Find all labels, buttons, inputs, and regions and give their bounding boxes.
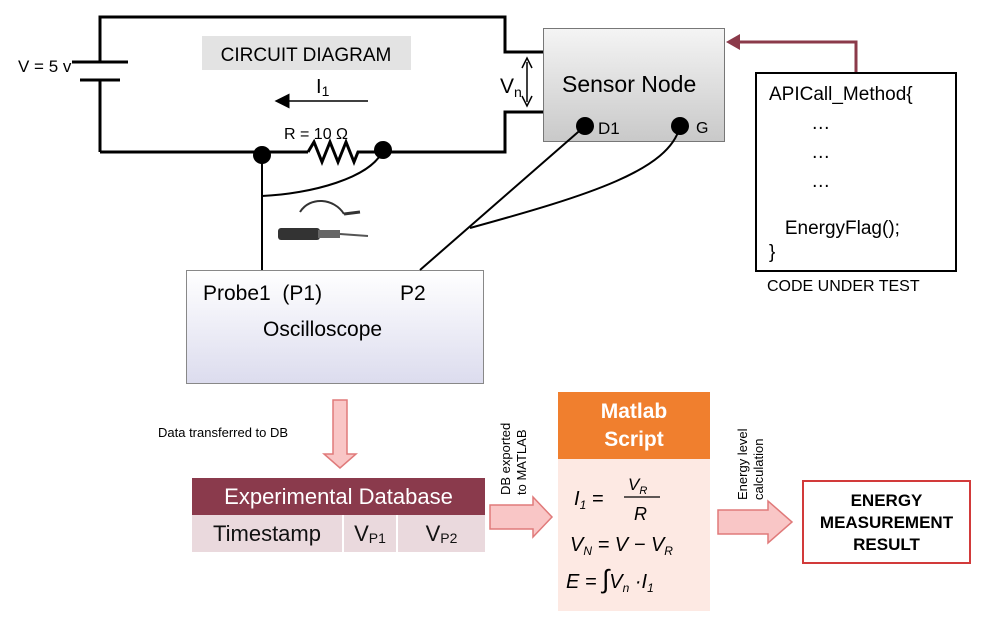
matlab-title-line1: Matlab xyxy=(600,400,668,423)
sensor-node-box: Sensor Node D1 G xyxy=(543,28,725,142)
result-line1: ENERGY xyxy=(850,491,923,510)
circuit-title: CIRCUIT DIAGRAM xyxy=(221,45,392,66)
probe1-label: Probe1 (P1) xyxy=(203,282,323,305)
equation-current-denominator: R xyxy=(634,504,647,524)
db-col-timestamp-label: Timestamp xyxy=(213,521,321,546)
circuit-title-bg xyxy=(202,36,411,70)
pin-g-label: G xyxy=(696,120,709,137)
result-line2: MEASUREMENT xyxy=(819,513,954,532)
oscilloscope-box: Probe1 (P1) P2 Oscilloscope xyxy=(186,270,484,384)
result-line3: RESULT xyxy=(853,535,920,554)
matlab-script-header: Matlab Script xyxy=(558,392,710,459)
resistor-symbol xyxy=(306,137,383,167)
probe2-label: P2 xyxy=(400,282,426,305)
db-export-label-line2: to MATLAB xyxy=(514,429,529,495)
code-line: … xyxy=(769,142,831,163)
matlab-equations: I1 = VR R VN = V − VR E = ∫Vn ·I1 xyxy=(566,475,673,595)
db-export-label-line1: DB exported xyxy=(498,423,513,495)
voltage-label: V = 5 v xyxy=(18,57,72,76)
db-col-timestamp: Timestamp xyxy=(192,515,342,552)
oscilloscope-title: Oscilloscope xyxy=(263,318,383,341)
sensor-node-title: Sensor Node xyxy=(562,71,697,97)
code-line: … xyxy=(769,113,831,134)
energy-calc-label-line1: Energy level xyxy=(735,428,750,500)
vn-label: Vn xyxy=(500,75,522,100)
oscilloscope-probe-icon xyxy=(278,200,369,240)
probe2-wire xyxy=(419,125,586,271)
top-wire xyxy=(98,15,543,54)
db-col-vp2-label: V xyxy=(425,521,441,546)
db-col-vp1: VP1 xyxy=(344,515,396,552)
energy-calc-arrow xyxy=(717,499,794,545)
equation-energy: E = ∫Vn ·I1 xyxy=(566,564,654,595)
matlab-title-line2: Script xyxy=(604,428,664,451)
code-under-test-box: APICall_Method{ … … … EnergyFlag(); } xyxy=(755,72,957,272)
code-line: … xyxy=(769,171,831,192)
ground-wire xyxy=(469,125,681,229)
pin-d1-label: D1 xyxy=(598,119,620,138)
equation-current-numerator: VR xyxy=(628,475,647,497)
db-col-vp2-sub: P2 xyxy=(440,530,458,546)
database-header-row: Timestamp VP1 VP2 xyxy=(192,515,485,552)
resistor-label: R = 10 Ω xyxy=(284,126,348,143)
db-col-vp2: VP2 xyxy=(398,515,485,552)
db-export-arrow xyxy=(489,495,554,539)
matlab-equations-panel xyxy=(558,459,710,611)
equation-node-voltage: VN = V − VR xyxy=(570,534,673,558)
probe-loop-wire xyxy=(261,149,384,198)
equation-current: I1 = xyxy=(574,488,604,512)
code-feedback-arrow xyxy=(738,40,858,72)
data-transfer-arrow xyxy=(322,399,358,469)
energy-calc-label-line2: calculation xyxy=(751,439,766,500)
db-col-vp1-label: V xyxy=(354,521,369,546)
database-title: Experimental Database xyxy=(192,478,485,515)
db-col-vp1-sub: P1 xyxy=(368,530,386,546)
code-line: EnergyFlag(); xyxy=(769,218,900,239)
data-transfer-label: Data transferred to DB xyxy=(158,425,288,440)
code-line: } xyxy=(769,242,776,263)
bottom-wire xyxy=(383,110,543,154)
energy-result-box: ENERGY MEASUREMENT RESULT xyxy=(802,480,971,564)
code-caption: CODE UNDER TEST xyxy=(767,278,920,295)
current-label: I1 xyxy=(316,76,330,99)
code-line: APICall_Method{ xyxy=(769,84,913,105)
